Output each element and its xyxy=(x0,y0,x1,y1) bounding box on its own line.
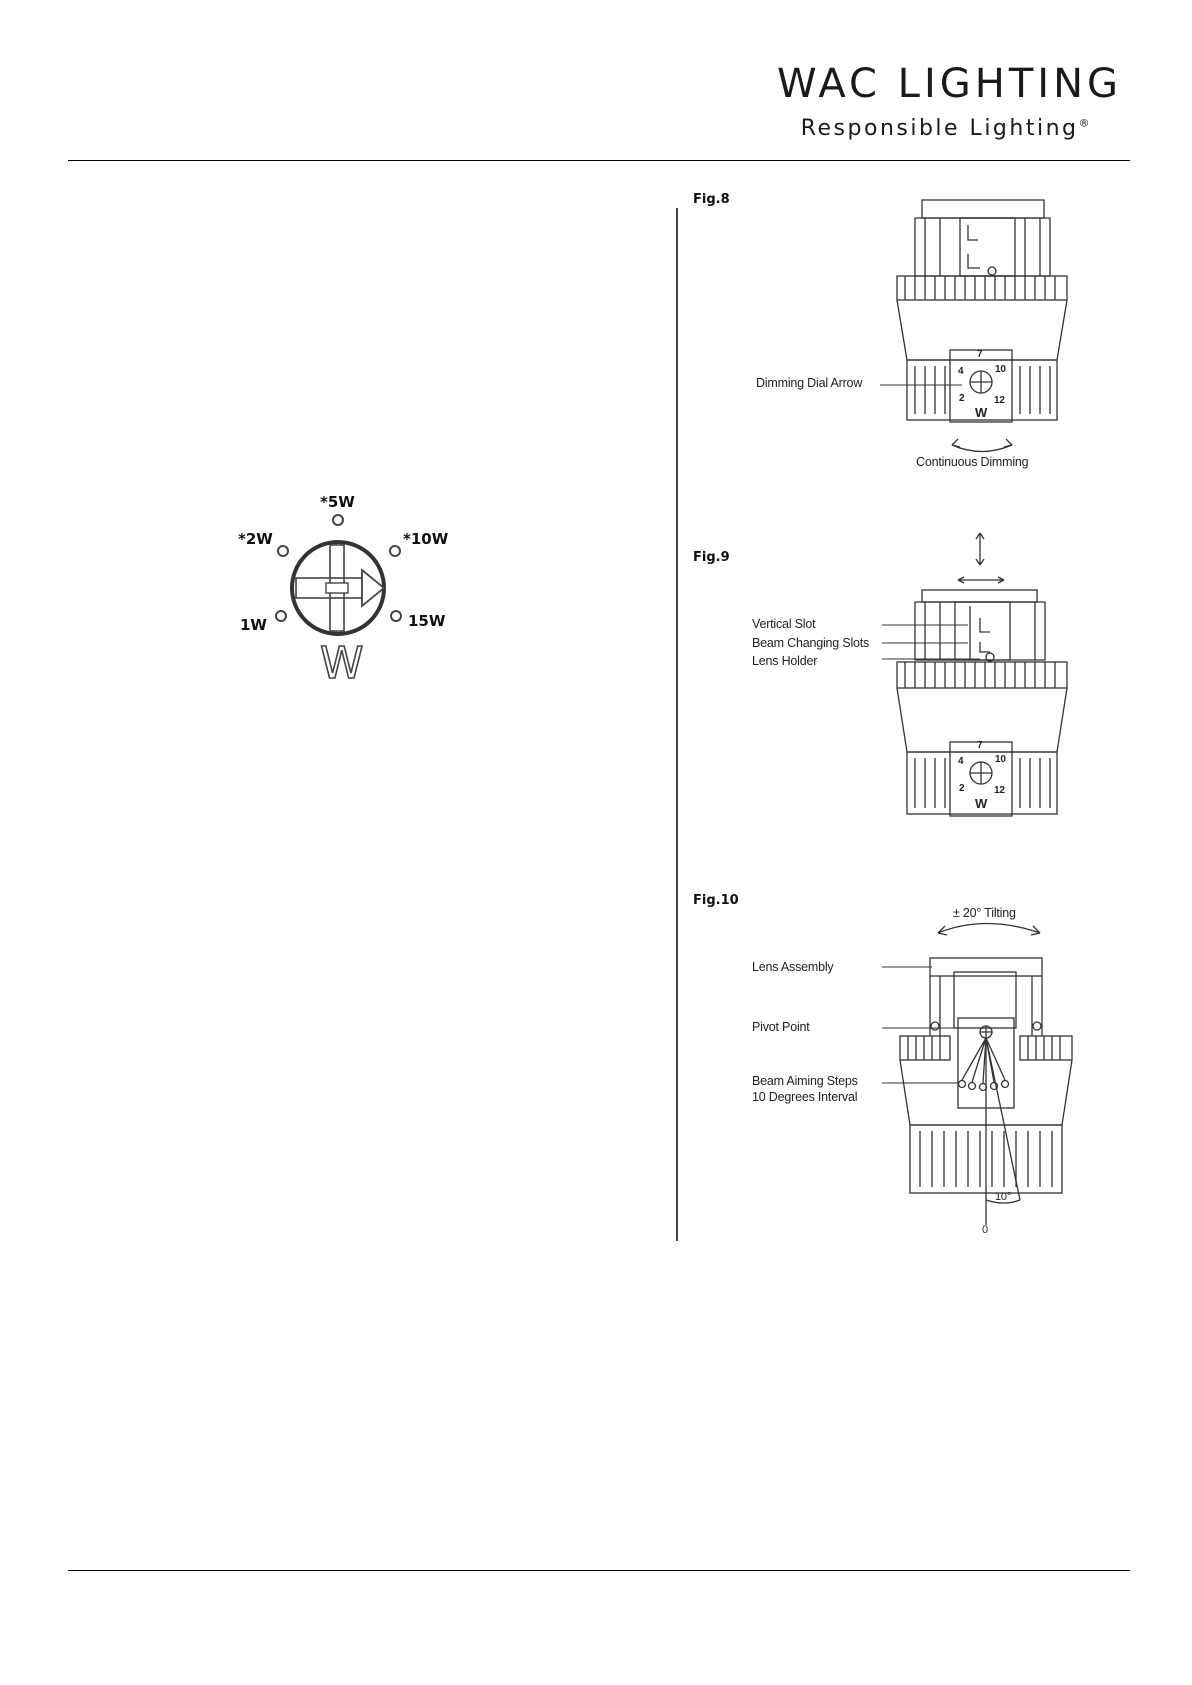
fig10-label-tilting: ± 20° Tilting xyxy=(953,906,1016,920)
fig10-label-pivot-point: Pivot Point xyxy=(752,1020,810,1034)
fig10-label-interval: 10 Degrees Interval xyxy=(752,1090,857,1104)
fig10-label-beam-aiming-steps: Beam Aiming Steps xyxy=(752,1074,858,1088)
fig10-label-angle: 10° xyxy=(995,1191,1011,1203)
fig10-label-lens-assembly: Lens Assembly xyxy=(752,960,833,974)
fig10-label-zero: 0 xyxy=(982,1224,988,1236)
